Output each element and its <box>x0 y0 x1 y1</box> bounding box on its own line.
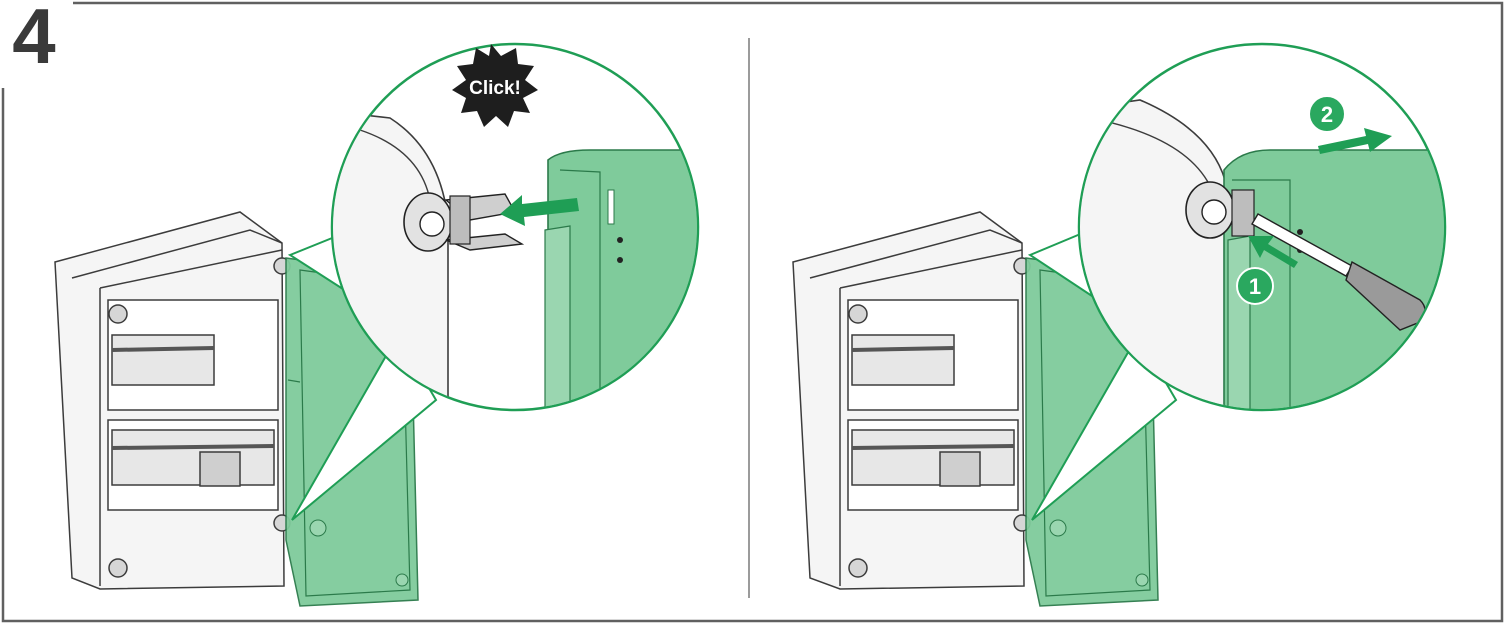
magnifier-callout <box>1027 42 1447 521</box>
starburst-badge-icon <box>452 44 538 127</box>
step-marker-1-text: 1 <box>1249 274 1261 299</box>
flat-screwdriver-icon <box>1251 213 1426 331</box>
panel-left-install: Click! <box>54 42 700 607</box>
enclosure-body <box>792 211 1031 590</box>
step-marker-1: 1 <box>1236 267 1274 305</box>
pull-arrow <box>1318 128 1392 154</box>
insert-arrow <box>500 195 579 226</box>
panel-right-remove: 1 2 <box>792 42 1447 607</box>
step-marker-2: 2 <box>1308 95 1346 133</box>
push-arrow <box>1248 236 1298 268</box>
click-badge: Click! <box>452 44 538 127</box>
click-badge-text: Click! <box>469 78 521 99</box>
step-number: 4 <box>12 0 56 80</box>
step-marker-2-text: 2 <box>1321 102 1333 127</box>
enclosure-body <box>54 211 291 590</box>
